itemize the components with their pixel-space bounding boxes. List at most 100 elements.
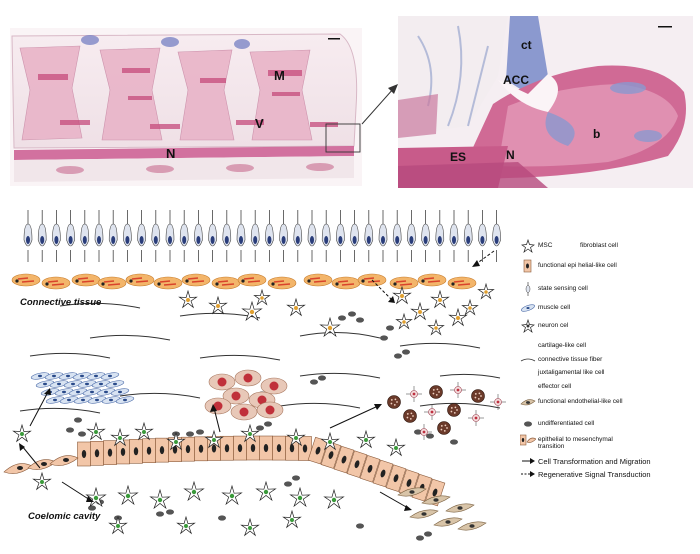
undifferentiated-cell bbox=[284, 481, 292, 487]
star-cell bbox=[12, 423, 32, 443]
state-sensing-cell bbox=[165, 210, 175, 262]
epithelial-cell bbox=[194, 436, 208, 462]
coelomic-epithelium bbox=[3, 435, 446, 507]
star-cell bbox=[286, 427, 306, 447]
neuron-like-cell bbox=[450, 382, 466, 398]
coelomic-cavity-label: Coelomic cavity bbox=[28, 511, 101, 522]
functional-epithelial-cell bbox=[125, 273, 155, 287]
epithelial-cell bbox=[233, 435, 247, 461]
star-cell bbox=[134, 421, 154, 441]
juxtaligamental-cells bbox=[178, 282, 495, 338]
state-sensing-cell bbox=[123, 210, 132, 262]
epithelial-cell bbox=[359, 455, 381, 483]
star-cell bbox=[323, 488, 345, 510]
muscle-cell bbox=[77, 380, 97, 388]
undifferentiated-cell bbox=[318, 375, 326, 381]
micrograph-longitudinal-section: M V N bbox=[10, 28, 362, 186]
epithelial-cell bbox=[372, 459, 394, 488]
legend-label: functional epi helial-like cell bbox=[538, 262, 617, 269]
muscle-cell bbox=[35, 380, 55, 388]
star-cell bbox=[178, 289, 198, 309]
state-sensing-cell bbox=[52, 210, 61, 262]
effector-cell bbox=[447, 403, 461, 417]
epithelial-cell bbox=[142, 438, 156, 464]
epithelial-cell bbox=[220, 435, 234, 461]
undifferentiated-cell bbox=[186, 431, 194, 437]
star-cell bbox=[149, 488, 171, 510]
neuron-like-cell bbox=[416, 424, 432, 440]
star-cell bbox=[108, 515, 128, 535]
cartilage-like-cell bbox=[222, 387, 250, 405]
effector-cell bbox=[387, 395, 401, 409]
epidermal-cell-row bbox=[23, 210, 501, 262]
legend-label: epithelial to mesenchymal transition bbox=[538, 436, 613, 450]
star-cell bbox=[286, 297, 306, 317]
muscle-cell bbox=[86, 372, 106, 380]
state-sensing-cell bbox=[208, 210, 217, 262]
functional-epithelial-cell bbox=[97, 276, 127, 290]
emt-spindle-cell bbox=[457, 521, 487, 531]
emt-spindle-cell bbox=[409, 509, 439, 519]
muscle-cell bbox=[63, 380, 83, 388]
star-cell bbox=[395, 312, 413, 330]
label-muscle: M bbox=[274, 68, 285, 83]
state-sensing-cell bbox=[307, 210, 317, 262]
dashed-arrow-icon bbox=[521, 471, 535, 477]
star-cell bbox=[356, 429, 376, 449]
muscle-cell bbox=[82, 388, 102, 396]
state-sensing-cell bbox=[279, 210, 288, 262]
legend-label: juxtaligamental like cell bbox=[538, 369, 605, 376]
functional-epithelial-cell bbox=[11, 273, 41, 287]
signal-arrow-heads bbox=[388, 260, 480, 303]
state-sensing-cell bbox=[492, 210, 501, 262]
star-cell bbox=[32, 471, 52, 491]
undifferentiated-cell bbox=[380, 335, 388, 341]
cartilage-like-cell bbox=[204, 397, 232, 415]
undifferentiated-cell bbox=[256, 425, 264, 431]
emt-spindle-cell bbox=[445, 503, 475, 513]
cartilage-like-cell bbox=[234, 369, 262, 387]
muscle-cell bbox=[91, 380, 111, 388]
star-cell bbox=[176, 515, 196, 535]
star-cell bbox=[255, 480, 277, 502]
cartilage-like-cell bbox=[260, 377, 288, 395]
state-sensing-cell bbox=[407, 210, 416, 262]
muscle-cell bbox=[30, 372, 50, 380]
undifferentiated-cell bbox=[166, 509, 174, 515]
undifferentiated-cell bbox=[264, 421, 272, 427]
undifferentiated-cell bbox=[356, 523, 364, 529]
neuron-like-cell bbox=[468, 410, 484, 426]
epithelial-cell bbox=[333, 445, 355, 474]
regeneration-schematic bbox=[3, 210, 506, 541]
state-sensing-cell bbox=[293, 210, 303, 262]
star-cell bbox=[461, 298, 479, 316]
state-sensing-cell bbox=[364, 210, 374, 262]
undifferentiated-cell bbox=[424, 531, 432, 537]
state-sensing-cell bbox=[449, 210, 459, 262]
state-sensing-cell bbox=[463, 210, 473, 262]
state-sensing-cell bbox=[222, 210, 232, 262]
emt-spindle-cell bbox=[397, 487, 427, 497]
effector-cell bbox=[437, 421, 451, 435]
legend-label: functional endothelial-like cell bbox=[538, 398, 623, 405]
state-sensing-cell bbox=[37, 210, 47, 262]
msc-cells bbox=[12, 421, 406, 537]
undifferentiated-cell bbox=[348, 311, 356, 317]
functional-epithelial-cell bbox=[447, 276, 477, 290]
epithelial-cell bbox=[181, 436, 195, 462]
star-cell bbox=[448, 307, 468, 327]
state-sensing-cell bbox=[478, 210, 487, 262]
state-sensing-cell bbox=[80, 210, 90, 262]
legend-label: cartilage-like cell bbox=[538, 342, 587, 349]
epithelial-cell bbox=[155, 437, 169, 463]
muscle-cell bbox=[68, 388, 88, 396]
state-sensing-cell bbox=[236, 210, 246, 262]
connective-fibers bbox=[19, 302, 501, 414]
star-cell bbox=[166, 431, 186, 451]
state-sensing-cell bbox=[350, 210, 359, 262]
muscle-cell bbox=[110, 388, 130, 396]
effector-cell bbox=[429, 385, 443, 399]
state-sensing-cell bbox=[66, 210, 75, 262]
functional-epithelial-cell bbox=[181, 273, 211, 287]
legend-label: connective tissue fiber bbox=[538, 356, 603, 363]
